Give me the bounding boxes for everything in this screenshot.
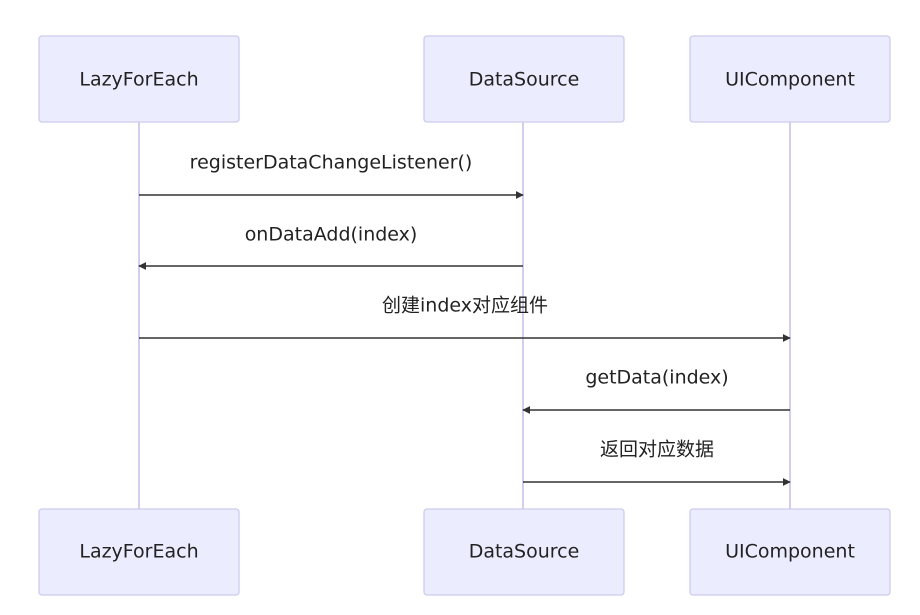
message-on-data-add: onDataAdd(index): [138, 224, 523, 270]
message-label: registerDataChangeListener(): [190, 152, 473, 174]
actor-top-datasource: DataSource: [423, 35, 625, 123]
actor-top-lazyforeach: LazyForEach: [38, 35, 240, 123]
actor-top-uicomponent: UIComponent: [689, 35, 891, 123]
message-label: onDataAdd(index): [245, 224, 418, 246]
actor-bottom-lazyforeach: LazyForEach: [38, 508, 240, 596]
actor-bottom-datasource: DataSource: [423, 508, 625, 596]
message-label: 创建index对应组件: [382, 295, 548, 317]
actor-label: DataSource: [469, 541, 580, 563]
message-label: getData(index): [585, 367, 728, 389]
actor-label: UIComponent: [725, 69, 855, 91]
actor-bottom-uicomponent: UIComponent: [689, 508, 891, 596]
actor-label: LazyForEach: [79, 69, 198, 91]
actor-label: DataSource: [469, 69, 580, 91]
message-label: 返回对应数据: [600, 439, 714, 461]
message-get-data: getData(index): [522, 367, 790, 414]
message-return-data: 返回对应数据: [523, 439, 791, 486]
actor-label: UIComponent: [725, 541, 855, 563]
message-register-listener: registerDataChangeListener(): [139, 152, 524, 199]
actor-label: LazyForEach: [79, 541, 198, 563]
message-create-component: 创建index对应组件: [139, 295, 791, 342]
